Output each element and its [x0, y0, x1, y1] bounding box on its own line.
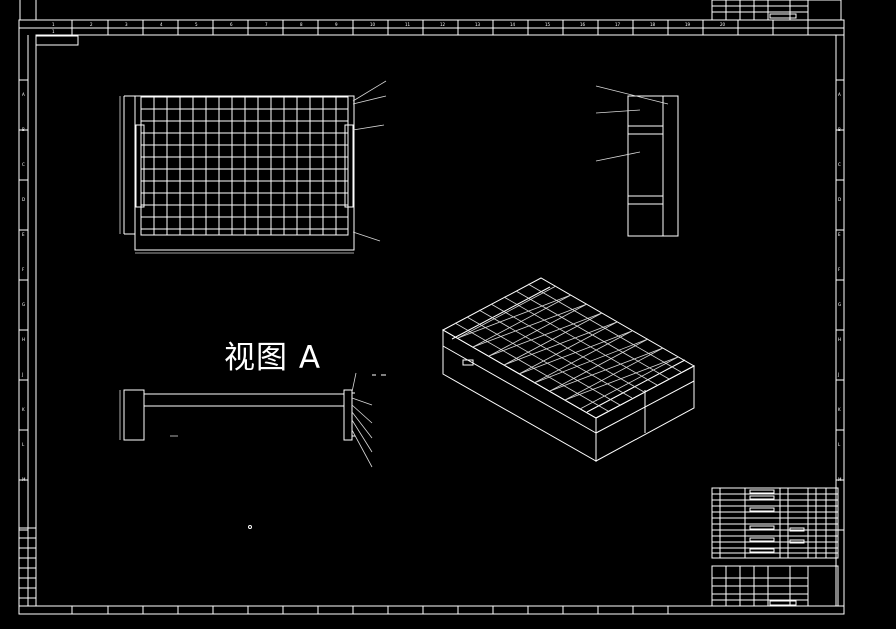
top-zone-ticks	[71, 20, 809, 35]
svg-text:H: H	[22, 337, 25, 342]
svg-text:5: 5	[195, 22, 198, 27]
svg-text:12: 12	[440, 22, 446, 27]
left-zone-ticks	[19, 79, 28, 531]
svg-text:L: L	[838, 442, 841, 447]
svg-text:A: A	[838, 92, 841, 97]
svg-text:G: G	[838, 302, 841, 307]
svg-text:1: 1	[52, 22, 55, 27]
svg-text:E: E	[22, 232, 25, 237]
svg-text:F: F	[838, 267, 841, 272]
parts-list-table	[711, 487, 839, 559]
svg-text:B: B	[838, 127, 841, 132]
bottom-zone-ticks	[71, 606, 669, 614]
isometric-view	[441, 277, 696, 462]
drawing-frame	[18, 0, 845, 615]
svg-text:2: 2	[90, 22, 93, 27]
svg-text:10: 10	[370, 22, 376, 27]
svg-text:18: 18	[650, 22, 656, 27]
svg-text:B: B	[22, 127, 25, 132]
svg-text:3: 3	[125, 22, 128, 27]
svg-text:1: 1	[52, 29, 55, 34]
front-view-grid-panel	[119, 80, 387, 254]
svg-text:F: F	[22, 267, 25, 272]
svg-text:M: M	[22, 477, 26, 482]
svg-text:K: K	[22, 407, 25, 412]
right-zone-ticks	[836, 79, 844, 531]
view-a-label: 视图 A	[224, 340, 322, 376]
svg-text:A: A	[22, 92, 25, 97]
elevation-view	[119, 372, 373, 468]
svg-text:4: 4	[160, 22, 163, 27]
left-zone-letters: A B C D E F G H J K L M	[21, 92, 26, 482]
svg-text:7: 7	[265, 22, 268, 27]
revision-block	[18, 527, 37, 607]
svg-text:C: C	[22, 162, 25, 167]
svg-text:K: K	[838, 407, 841, 412]
svg-text:8: 8	[300, 22, 303, 27]
svg-text:D: D	[22, 197, 25, 202]
svg-text:9: 9	[335, 22, 338, 27]
svg-text:C: C	[838, 162, 841, 167]
top-title-block	[711, 0, 842, 21]
svg-text:J: J	[837, 372, 839, 377]
svg-text:11: 11	[405, 22, 411, 27]
svg-text:6: 6	[230, 22, 233, 27]
svg-text:20: 20	[720, 22, 726, 27]
top-zone-numbers: 1 1 2 3 4 5 6 7 8 9 10 11 12 13 14 15 16…	[52, 22, 726, 34]
svg-text:17: 17	[615, 22, 621, 27]
svg-text:16: 16	[580, 22, 586, 27]
svg-text:14: 14	[510, 22, 516, 27]
side-view	[595, 85, 679, 237]
svg-text:19: 19	[685, 22, 691, 27]
svg-text:D: D	[838, 197, 841, 202]
svg-text:15: 15	[545, 22, 551, 27]
bottom-title-block	[711, 565, 839, 607]
svg-text:E: E	[838, 232, 841, 237]
svg-text:M: M	[838, 477, 842, 482]
svg-text:13: 13	[475, 22, 481, 27]
svg-text:H: H	[838, 337, 841, 342]
svg-text:L: L	[22, 442, 25, 447]
svg-text:G: G	[22, 302, 25, 307]
svg-text:J: J	[21, 372, 23, 377]
right-zone-letters: A B C D E F G H J K L M	[837, 92, 842, 482]
misc-marks	[248, 374, 386, 529]
